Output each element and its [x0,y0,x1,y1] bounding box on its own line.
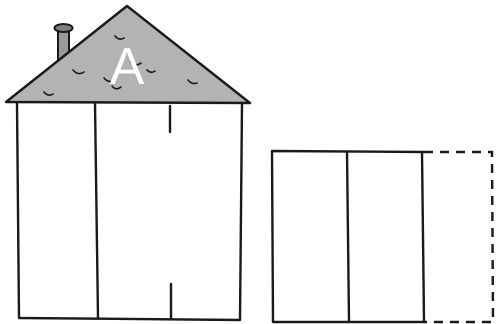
box-divider-1 [345,150,351,323]
box-dashed-extension [424,150,495,324]
box-figure [270,149,495,324]
chimney [53,23,74,63]
roof [4,4,252,105]
house-with-roof: A [4,4,252,322]
roof-shingle-marks [43,35,198,96]
roof-label: A [110,38,145,96]
house-walls [15,101,244,322]
box-divider-2 [420,150,426,323]
house-divider-left [93,101,100,320]
chimney-cap [53,23,74,33]
